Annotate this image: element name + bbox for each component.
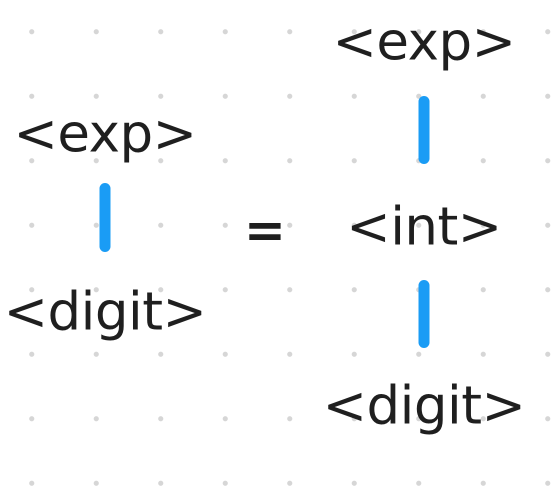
right-tree-lower-edge <box>418 280 430 348</box>
left-tree-edge <box>99 183 111 252</box>
right-tree-middle-node: <int> <box>346 196 502 258</box>
left-tree-leaf-node: <digit> <box>3 281 207 343</box>
right-tree-leaf-node: <digit> <box>322 375 526 437</box>
right-tree-upper-edge <box>418 96 430 164</box>
left-tree-root-node: <exp> <box>13 103 198 165</box>
equals-operator: = <box>244 201 286 259</box>
right-tree-root-node: <exp> <box>332 11 517 73</box>
